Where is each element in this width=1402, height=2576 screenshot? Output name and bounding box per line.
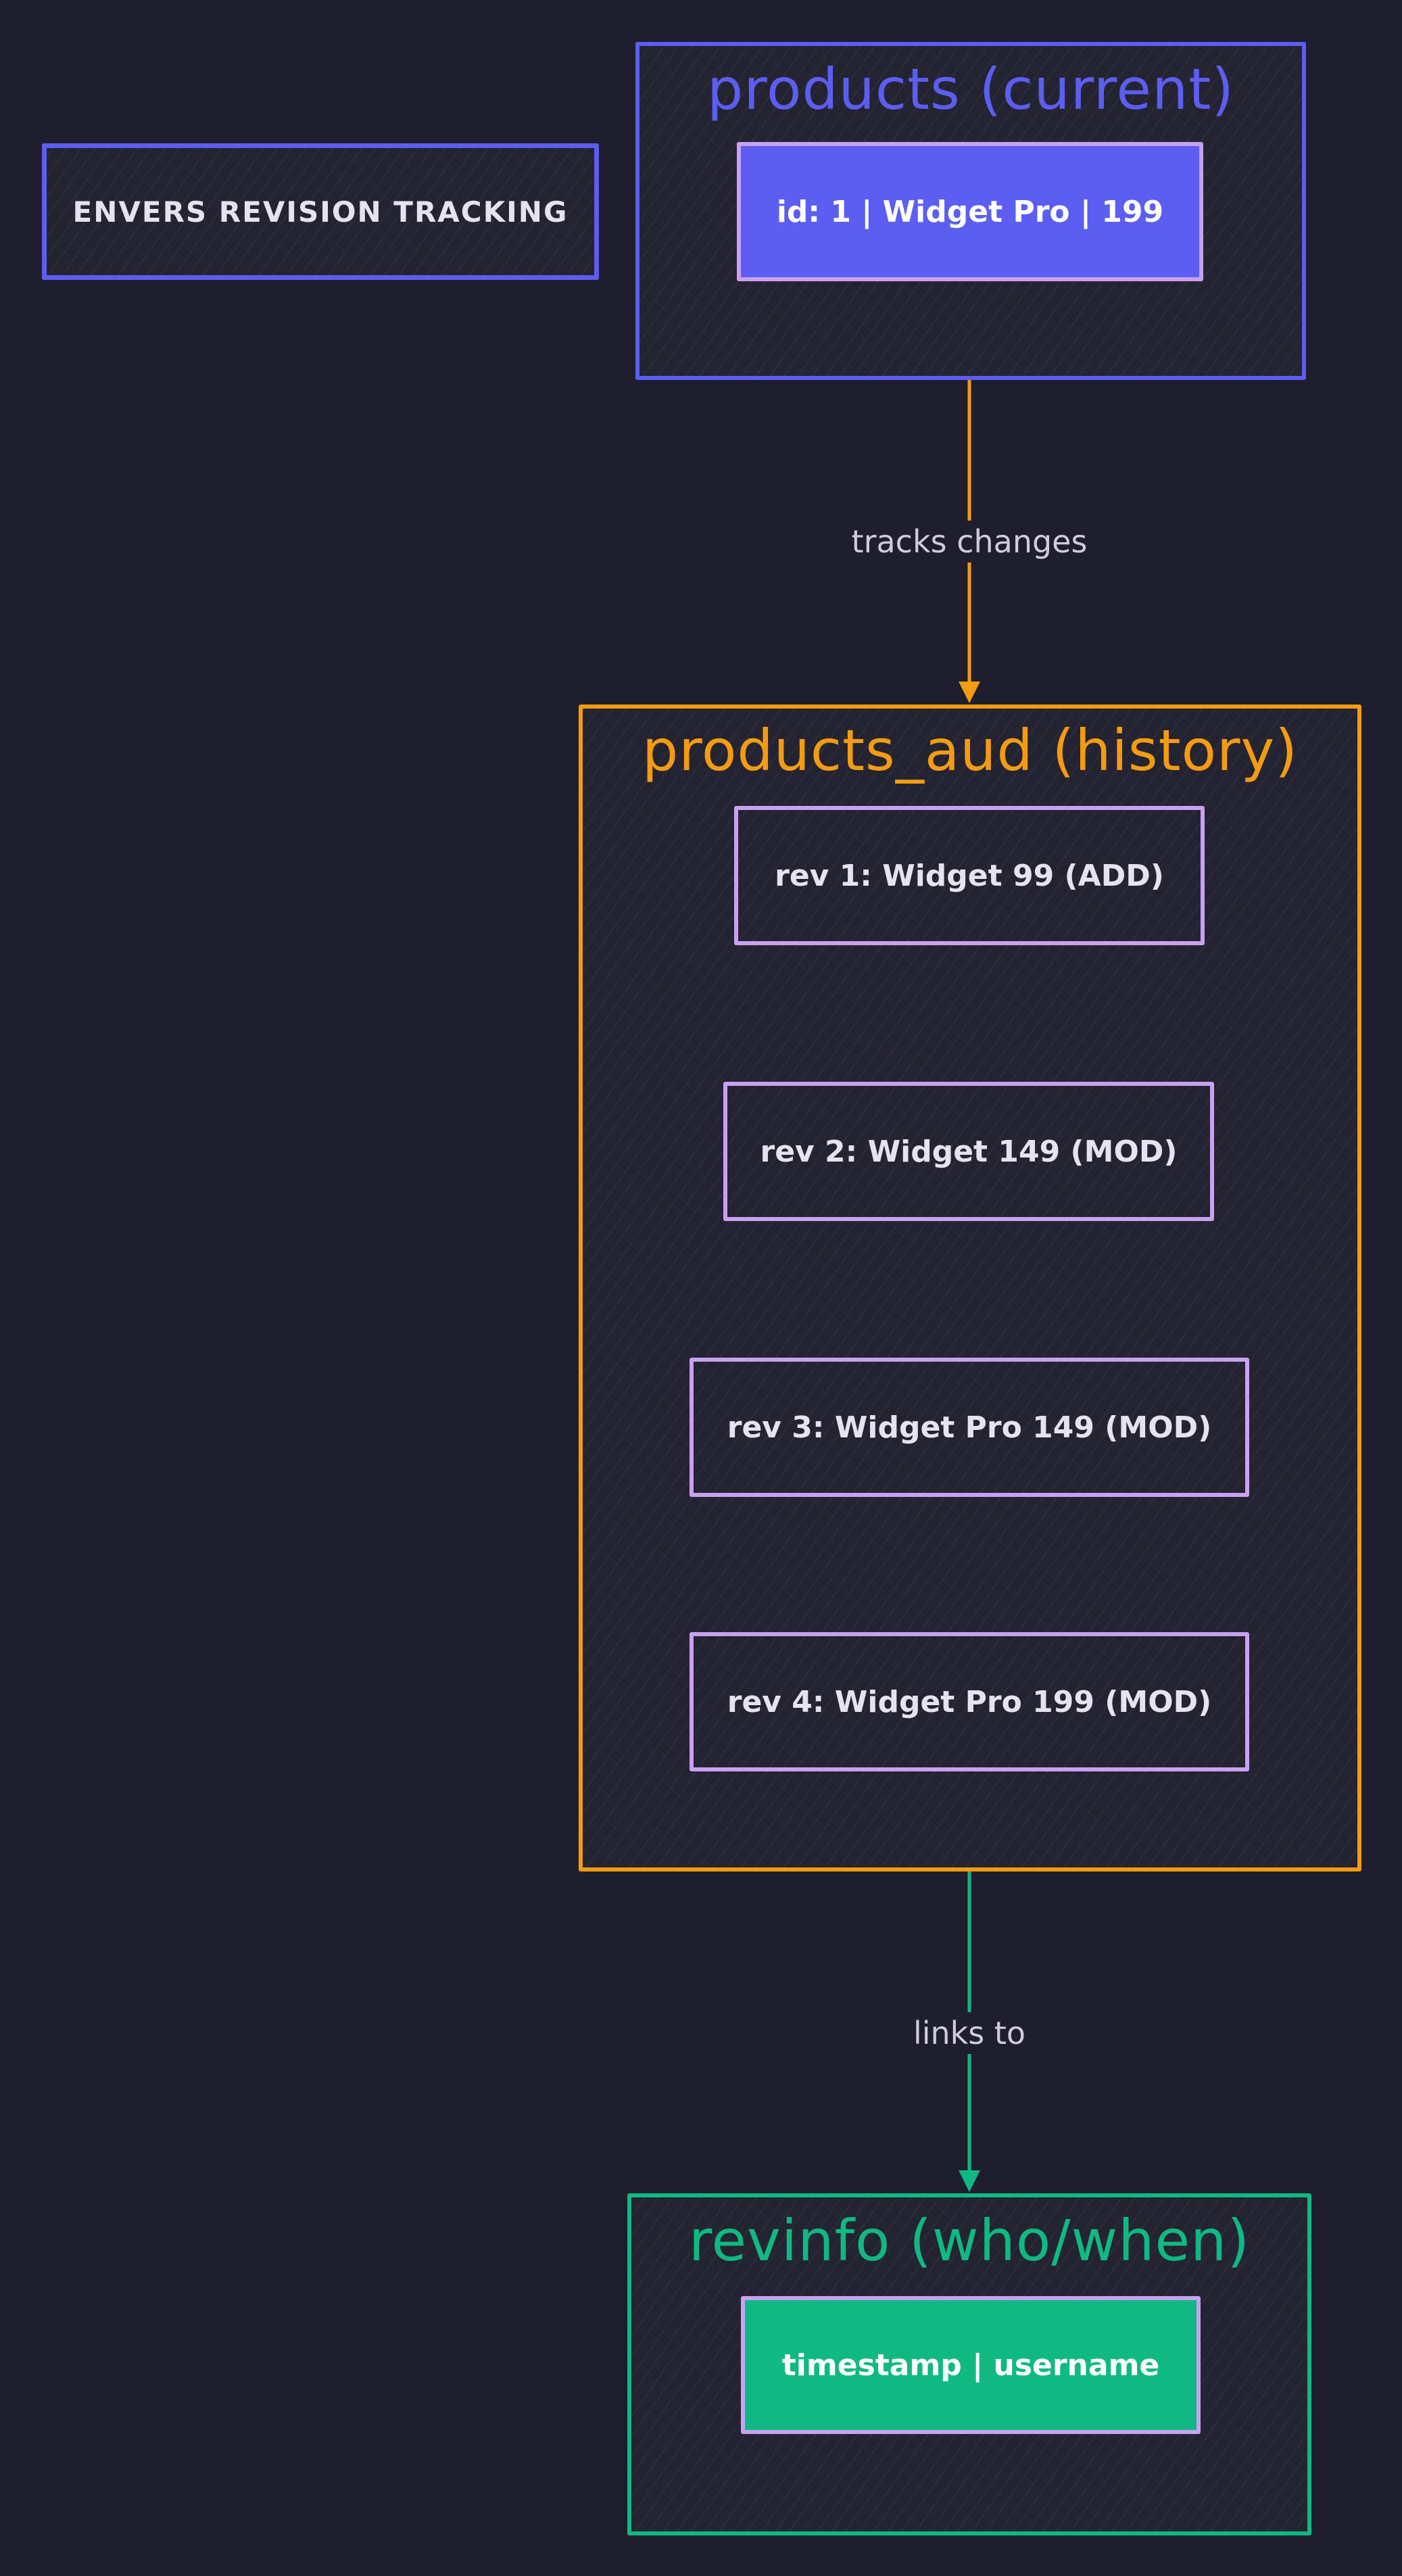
node-revision-3-label: rev 3: Widget Pro 149 (MOD) <box>727 1410 1212 1445</box>
group-title-products-aud-history: products_aud (history) <box>642 717 1299 784</box>
edge-label-tracks-changes: tracks changes <box>844 521 1094 563</box>
node-revision-3: rev 3: Widget Pro 149 (MOD) <box>690 1358 1249 1497</box>
node-current-row-label: id: 1 | Widget Pro | 199 <box>776 194 1164 229</box>
node-revision-2: rev 2: Widget 149 (MOD) <box>723 1082 1214 1221</box>
node-revision-4-label: rev 4: Widget Pro 199 (MOD) <box>727 1684 1212 1719</box>
node-current-row: id: 1 | Widget Pro | 199 <box>737 142 1203 281</box>
node-revinfo-row: timestamp | username <box>741 2296 1201 2434</box>
group-title-products-current: products (current) <box>706 56 1235 122</box>
node-revision-4: rev 4: Widget Pro 199 (MOD) <box>690 1632 1249 1771</box>
node-revinfo-row-label: timestamp | username <box>781 2347 1160 2383</box>
node-revision-1-label: rev 1: Widget 99 (ADD) <box>775 858 1164 893</box>
node-revision-2-label: rev 2: Widget 149 (MOD) <box>760 1134 1178 1169</box>
diagram-title-box: ENVERS REVISION TRACKING <box>42 143 599 280</box>
edge-label-links-to: links to <box>906 2012 1033 2054</box>
node-revision-1: rev 1: Widget 99 (ADD) <box>734 806 1205 945</box>
group-title-revinfo: revinfo (who/when) <box>688 2208 1251 2274</box>
diagram-title: ENVERS REVISION TRACKING <box>72 195 569 229</box>
